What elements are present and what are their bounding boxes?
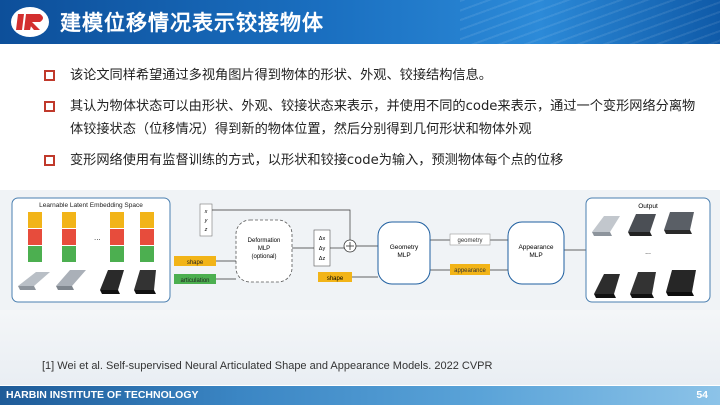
articulation-code-label: articulation [180, 278, 209, 284]
code-column-2 [62, 212, 76, 262]
citation-text: [1] Wei et al. Self-supervised Neural Ar… [42, 360, 493, 372]
output-title: Output [638, 203, 658, 210]
bottom-bar: HARBIN INSTITUTE OF TECHNOLOGY 54 [0, 386, 720, 405]
deformation-mlp-box [235, 219, 293, 283]
xyz-input-box [199, 203, 213, 237]
bullet-text: 变形网络使用有监督训练的方式，以形状和铰接code为输入，预测物体每个点的位移 [70, 153, 564, 168]
bullet-text: 其认为物体状态可以由形状、外观、铰接状态来表示，并使用不同的code来表示，通过… [70, 99, 696, 137]
laptop-image-black-2 [134, 270, 156, 294]
shape-code-box [174, 256, 216, 266]
delta-x-label: Δx [319, 236, 326, 242]
code-column-4 [140, 212, 154, 262]
output-laptop-black-1 [594, 274, 620, 298]
bullet-list: 该论文同样希望通过多视角图片得到物体的形状、外观、铰接结构信息。 其认为物体状态… [44, 64, 704, 180]
geometry-mlp-label: Geometry [390, 244, 419, 251]
laptop-image-silver-2 [56, 270, 86, 290]
latent-space-title: Learnable Latent Embedding Space [39, 202, 143, 209]
diagram-svg: Learnable Latent Embedding Space ... [11, 197, 711, 303]
bullet-square-icon [44, 155, 55, 166]
geometry-output-label: geometry [457, 238, 482, 244]
page-number: 54 [696, 389, 708, 401]
architecture-diagram: Learnable Latent Embedding Space ... [0, 190, 720, 310]
bullet-item: 变形网络使用有监督训练的方式，以形状和铰接code为输入，预测物体每个点的位移 [44, 149, 704, 172]
bullet-item: 其认为物体状态可以由形状、外观、铰接状态来表示，并使用不同的code来表示，通过… [44, 95, 704, 141]
geometry-output-box [449, 233, 491, 246]
deformation-mlp-label-2: MLP [258, 246, 270, 252]
code-column-3 [110, 212, 124, 262]
code-column-1 [28, 212, 42, 262]
footer-strip [0, 310, 720, 385]
output-ellipsis: ... [645, 249, 651, 256]
z-label: z [204, 227, 208, 233]
bullet-square-icon [44, 101, 55, 112]
output-laptop-gray-2 [664, 212, 694, 234]
articulation-code-box [174, 274, 216, 284]
connection-arrows [212, 209, 586, 280]
shape-code-label-2: shape [327, 276, 344, 282]
bullet-item: 该论文同样希望通过多视角图片得到物体的形状、外观、铰接结构信息。 [44, 64, 704, 87]
geometry-mlp-box [377, 221, 431, 285]
slide-title: 建模位移情况表示铰接物体 [60, 11, 324, 35]
y-label: y [204, 218, 209, 224]
bullet-text: 该论文同样希望通过多视角图片得到物体的形状、外观、铰接结构信息。 [70, 68, 492, 83]
geometry-mlp-label-2: MLP [397, 252, 410, 259]
ellipsis-text: ... [94, 233, 101, 242]
deformation-mlp-label: Deformation [248, 238, 281, 244]
shape-code-box-2 [318, 272, 352, 282]
hit-logo-icon [11, 7, 49, 37]
laptop-image-silver-1 [18, 272, 50, 290]
slide-header: 建模位移情况表示铰接物体 [0, 0, 720, 44]
appearance-mlp-label-2: MLP [529, 252, 542, 259]
x-label: x [204, 209, 208, 215]
shape-code-label: shape [187, 260, 204, 266]
institute-name: HARBIN INSTITUTE OF TECHNOLOGY [6, 389, 199, 401]
appearance-code-label: appearance [454, 268, 486, 274]
appearance-mlp-label: Appearance [518, 244, 553, 251]
output-laptop-black-2 [630, 272, 656, 298]
deformation-mlp-label-3: (optional) [251, 254, 276, 260]
laptop-image-black-1 [100, 270, 124, 294]
appearance-code-box [450, 264, 490, 275]
output-laptop-gray-1 [628, 214, 656, 236]
header-decoration [460, 0, 720, 44]
appearance-mlp-box [507, 221, 565, 285]
delta-y-label: Δy [319, 246, 326, 252]
bullet-square-icon [44, 70, 55, 81]
delta-z-label: Δz [319, 256, 326, 262]
output-laptop-black-3 [666, 270, 696, 296]
latent-space-box [11, 197, 171, 303]
output-laptop-silver [592, 216, 620, 236]
